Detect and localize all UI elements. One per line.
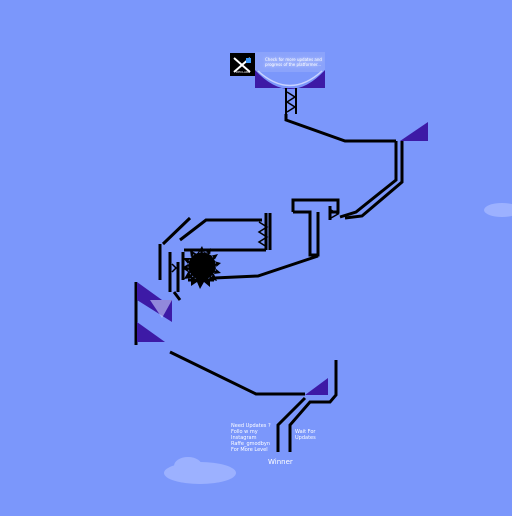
- flag-right: [400, 122, 428, 141]
- spring-icon: [285, 88, 297, 114]
- logo-caption: DECLARE: [235, 70, 251, 74]
- t-post: [291, 198, 340, 257]
- ramp-middle: [213, 254, 319, 280]
- track-right: [339, 141, 404, 220]
- cloud-right: [484, 203, 512, 217]
- flag-bottom: [305, 378, 328, 395]
- saw-icon: [182, 246, 221, 289]
- message-updates: Need Updates ? Follo w my Instagram Raff…: [231, 423, 271, 453]
- flag-cluster-left: [134, 282, 172, 345]
- winner-label: Winner: [268, 458, 293, 466]
- track-final: [276, 360, 338, 452]
- header-glow: [255, 52, 325, 72]
- top-platform: [255, 70, 325, 89]
- spring-small-icon: [330, 209, 340, 219]
- ramp-top: [284, 114, 396, 143]
- cloud-bottom: [164, 457, 236, 484]
- message-wait: Wait For Updates: [295, 429, 316, 441]
- header-caption: Check for more updates and progress of t…: [265, 57, 322, 67]
- top-platform-rim: [257, 70, 323, 87]
- spring-side-icon: [171, 263, 178, 273]
- logo-icon: [230, 53, 255, 76]
- ramp-bottom: [169, 350, 305, 396]
- track-left-upper: [179, 213, 272, 252]
- left-posts: [158, 216, 192, 301]
- spring-left-icon: [257, 221, 269, 248]
